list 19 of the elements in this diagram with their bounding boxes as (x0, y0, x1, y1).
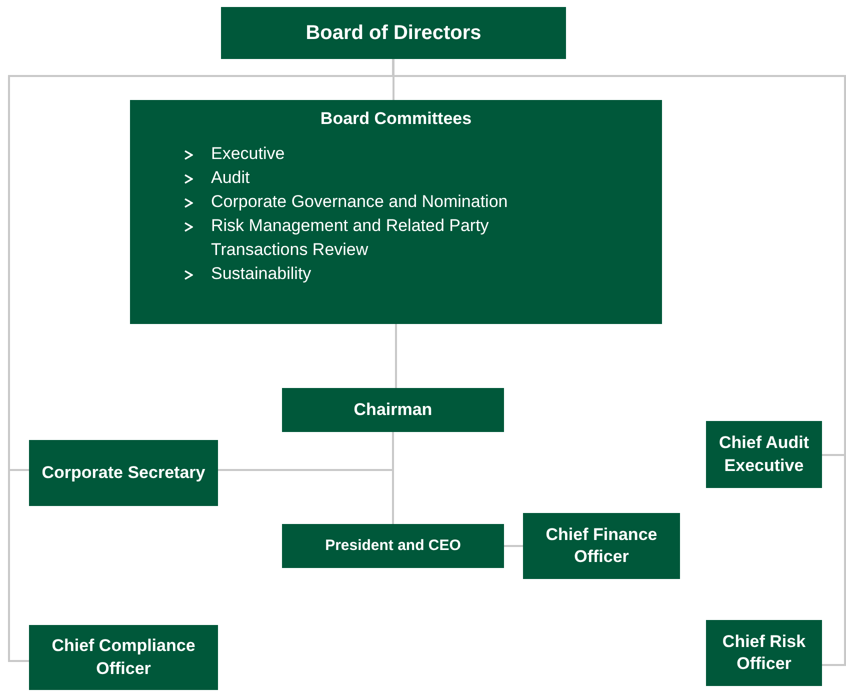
panel-heading: Board Committees (320, 108, 472, 130)
list-item: Corporate Governance and Nomination (211, 191, 508, 214)
role-box: Chief Audit Executive (706, 421, 822, 488)
list-item: Executive (211, 143, 285, 166)
list-item: Risk Management and Related Party Transactions Review (211, 215, 490, 262)
connector-line (395, 324, 397, 388)
connector-line (392, 59, 394, 100)
role-box: President and CEO (282, 524, 504, 568)
role-box: Chief Compliance Officer (29, 625, 218, 690)
role-box: Chief Risk Officer (706, 620, 822, 686)
connector-line (218, 432, 394, 471)
list-item: Audit (211, 167, 250, 190)
connector-line (504, 545, 523, 547)
committee-panel (130, 100, 662, 324)
role-box: Chief Finance Officer (523, 513, 680, 579)
list-item: Sustainability (211, 263, 312, 286)
role-box: Chairman (282, 388, 504, 432)
role-box: Corporate Secretary (29, 440, 218, 506)
role-box: Board of Directors (221, 7, 566, 59)
